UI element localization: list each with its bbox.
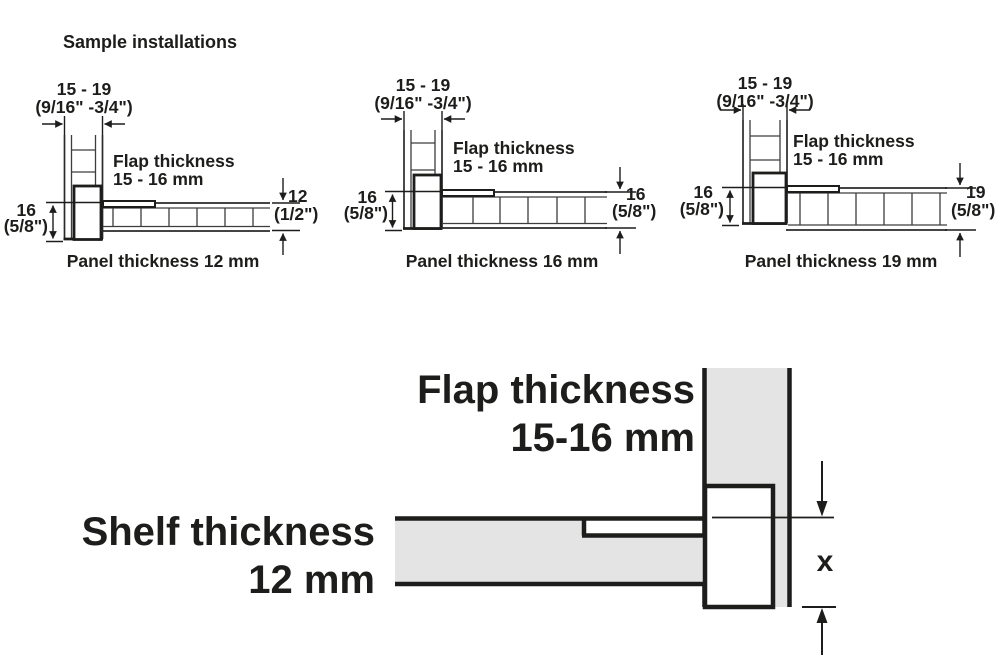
right-dim-mm: 19 <box>966 182 986 202</box>
flap-thickness-label-line1: Flap thickness <box>113 151 235 171</box>
right-dimension: 12 (1/2") <box>272 178 318 255</box>
left-dim-mm: 16 <box>358 187 378 207</box>
right-dim-inch: (5/8") <box>612 201 656 221</box>
detail-flap-label-line1: Flap thickness <box>417 368 695 412</box>
flap-width-dim-inch: (9/16" -3/4") <box>374 93 471 113</box>
flap-width-dimension-lines <box>42 116 125 135</box>
right-dim-mm: 16 <box>626 184 646 204</box>
panel-cross-section <box>101 202 270 232</box>
left-dimension: 16 (5/8") <box>344 187 442 232</box>
left-dim-inch: (5/8") <box>680 199 724 219</box>
flap-width-dim-mm: 15 - 19 <box>57 79 112 99</box>
detail-flap-label-line2: 15-16 mm <box>510 416 695 460</box>
flap-width-dim-mm: 15 - 19 <box>396 75 451 95</box>
installation-diagram-19mm: 15 - 19 (9/16" -3/4") 16 (5/8") <box>680 73 996 271</box>
right-dim-mm: 12 <box>288 186 308 206</box>
flap-width-dimension-lines <box>720 104 810 120</box>
hinge-body <box>702 483 776 610</box>
left-dimension: 16 (5/8") <box>4 200 103 243</box>
right-dim-inch: (1/2") <box>274 204 318 224</box>
flap-width-dim-mm: 15 - 19 <box>738 73 793 93</box>
hinge-arm <box>441 189 495 197</box>
left-dim-mm: 16 <box>17 200 37 220</box>
flap-thickness-label-line1: Flap thickness <box>793 131 915 151</box>
left-dim-inch: (5/8") <box>344 203 388 223</box>
left-dim-inch: (5/8") <box>4 216 48 236</box>
panel-caption: Panel thickness 16 mm <box>406 251 599 271</box>
panel-caption: Panel thickness 19 mm <box>745 251 938 271</box>
flap-thickness-label-line2: 15 - 16 mm <box>453 156 543 176</box>
detail-shelf-thickness-label: Shelf thickness 12 mm <box>82 508 375 604</box>
installation-diagram-12mm: 15 - 19 (9/16" -3/4") 16 (5/8") <box>4 79 319 271</box>
hinge-arm <box>786 185 840 193</box>
shelf-panel <box>395 516 707 587</box>
flap-thickness-label-line2: 15 - 16 mm <box>793 149 883 169</box>
detail-diagram: x <box>395 368 836 655</box>
detail-flap-thickness-label: Flap thickness 15-16 mm <box>417 366 695 462</box>
left-dim-mm: 16 <box>694 182 714 202</box>
detail-shelf-label-line2: 12 mm <box>248 558 375 602</box>
flap-thickness-label-line2: 15 - 16 mm <box>113 169 203 189</box>
x-dim-label: x <box>817 545 834 578</box>
panel-cross-section <box>786 187 947 231</box>
hinge-body <box>412 173 443 230</box>
hinge-body <box>72 184 103 241</box>
flap-width-dim-inch: (9/16" -3/4") <box>35 97 132 117</box>
flap-thickness-label-line1: Flap thickness <box>453 138 575 158</box>
panel-caption: Panel thickness 12 mm <box>67 251 260 271</box>
page-title: Sample installations <box>63 32 238 52</box>
hinge-arm <box>102 200 156 208</box>
detail-shelf-label-line1: Shelf thickness <box>81 510 375 554</box>
x-dimension: x <box>802 461 836 655</box>
right-dim-inch: (5/8") <box>951 200 995 220</box>
panel-cross-section <box>441 191 607 229</box>
flap-width-dimension-lines <box>381 111 465 130</box>
left-dimension: 16 (5/8") <box>680 182 787 227</box>
flap-width-dim-inch: (9/16" -3/4") <box>716 91 813 111</box>
right-dimension: 19 (5/8") <box>945 163 995 257</box>
installation-diagram-16mm: 15 - 19 (9/16" -3/4") 16 (5/8") <box>344 75 657 271</box>
hinge-body <box>751 171 788 225</box>
right-dimension: 16 (5/8") <box>605 167 656 254</box>
